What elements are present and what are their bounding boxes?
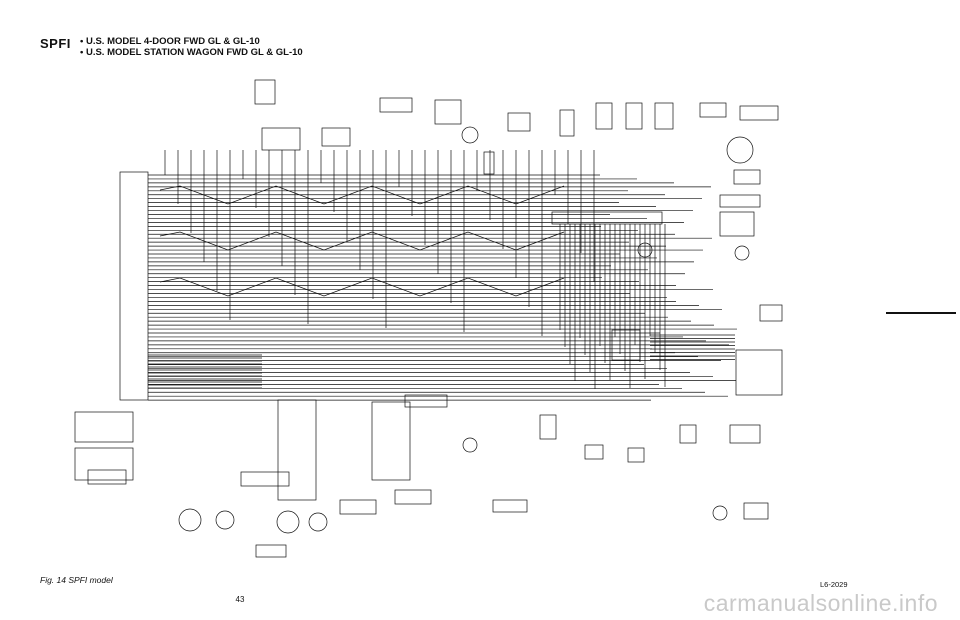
margin-rule: [886, 312, 956, 314]
sensor-block-3: [627, 447, 645, 463]
lower-connector: [240, 471, 290, 487]
relay-connector: [379, 97, 413, 113]
sensor-circle: [461, 126, 479, 144]
ignition-connector: [719, 194, 761, 208]
engine-control-panel: [371, 401, 411, 481]
panel-connector: [404, 394, 448, 408]
plug-connector-group: [719, 211, 755, 237]
fusible-link-box: [254, 79, 276, 105]
bottom-connector-2: [492, 499, 528, 513]
crossover-wires: [159, 185, 565, 297]
temperature-sensor: [734, 245, 750, 261]
right-connector: [733, 169, 761, 185]
resistor-block: [261, 127, 301, 151]
lower-connector-3: [394, 489, 432, 505]
page-number: 43: [235, 595, 245, 604]
fuel-pump-box: [759, 304, 783, 322]
fuse-box: [735, 349, 783, 396]
round-connector-e: [462, 437, 478, 453]
model-tag: SPFI: [40, 36, 71, 51]
fuel-tank-unit: [743, 502, 769, 520]
connector-block: [321, 127, 351, 147]
sensor-block-4: [679, 424, 697, 444]
ecu-connector-block: [119, 171, 149, 401]
switch-block: [729, 424, 761, 444]
crossover-wire: [159, 185, 565, 205]
model-line-2: • U.S. MODEL STATION WAGON FWD GL & GL-1…: [80, 47, 303, 58]
diagram-code: L6-2029: [820, 580, 848, 589]
round-connector-a: [178, 508, 202, 532]
round-connector: [726, 136, 754, 164]
legend-table-2: [74, 447, 134, 481]
sensor-connector-3: [625, 102, 643, 130]
sensor-connector-2: [595, 102, 613, 130]
sensor-connector-4: [654, 102, 674, 130]
pressure-sensor: [637, 242, 653, 258]
round-connector-c: [276, 510, 300, 534]
watermark: carmanualsonline.info: [703, 590, 938, 616]
resistor: [483, 151, 495, 175]
round-connector-b: [215, 510, 235, 530]
round-connector-f: [712, 505, 728, 521]
round-connector-d: [308, 512, 328, 532]
lower-connector-2: [339, 499, 377, 515]
legend-table-3: [87, 469, 127, 485]
legend-table-1: [74, 411, 134, 443]
ignition-module-panel: [277, 399, 317, 501]
figure-caption: Fig. 14 SPFI model: [40, 575, 113, 585]
multi-pin-connector: [699, 102, 727, 118]
harness-wires: [148, 174, 737, 401]
check-connector: [434, 99, 462, 125]
crossover-wire: [159, 277, 565, 297]
sensor-connector: [559, 109, 575, 137]
bottom-connector: [255, 544, 287, 558]
sensor-block-2: [584, 444, 604, 460]
model-line-1: • U.S. MODEL 4-DOOR FWD GL & GL-10: [80, 36, 260, 47]
fuel-injector-connector: [507, 112, 531, 132]
relay-block: [611, 329, 641, 361]
sensor-block: [539, 414, 557, 440]
central-connector-strip: [551, 211, 663, 225]
crossover-wire: [159, 231, 565, 251]
multi-pin-connector-2: [739, 105, 779, 121]
model-applicability: • U.S. MODEL 4-DOOR FWD GL & GL-10 • U.S…: [80, 36, 303, 58]
